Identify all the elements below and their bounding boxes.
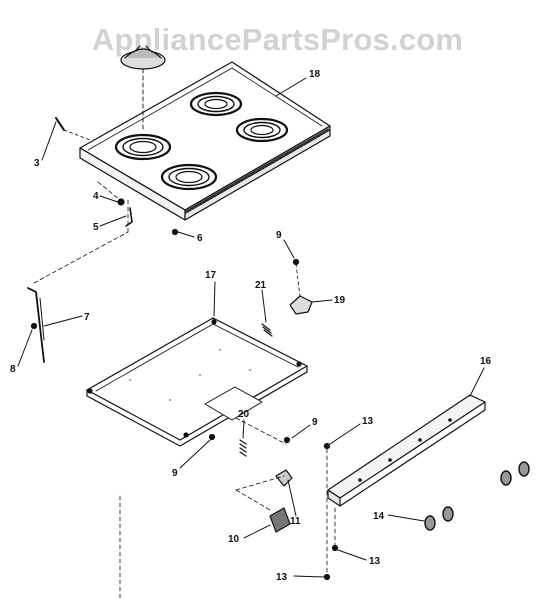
label-11: 11 [290,516,301,527]
label-7: 7 [84,312,90,323]
burner-front-right [235,117,289,143]
part-19-bracket [289,263,313,315]
assembly-dash-lines [33,181,336,600]
control-valves [424,461,530,531]
part-9-screws [208,258,300,444]
part-20-spring [239,439,247,457]
label-21: 21 [255,280,267,291]
part-4-screw [117,198,125,206]
burner-rear-left [114,133,172,161]
leader-lines [17,77,485,578]
label-13-bottom: 13 [276,572,288,583]
part-8-screw [30,322,38,330]
part-6-screw [171,228,179,236]
burner-box-lip [86,365,308,447]
label-3: 3 [34,158,40,169]
part-labels: 18 3 4 5 6 7 8 9 17 21 19 16 20 9 9 13 1… [10,69,492,583]
cooktop-assembly [79,61,331,221]
label-19: 19 [334,295,346,306]
label-13-mid: 13 [369,556,381,567]
burner-box-floor [86,317,308,441]
part-13-screws [323,442,339,581]
label-9-left: 9 [172,468,178,479]
label-9-right: 9 [312,417,318,428]
burner-box-pan [86,317,308,447]
burner-front-left [160,163,218,191]
burner-rear-right [189,91,243,117]
part-3-screw [55,117,91,141]
label-5: 5 [93,222,99,233]
part-10-block [269,507,291,533]
label-8: 8 [10,364,16,375]
label-18: 18 [309,69,321,80]
label-10: 10 [228,534,240,545]
label-13-top: 13 [362,416,374,427]
burner-cap-part [120,45,166,131]
label-14: 14 [373,511,385,522]
label-6: 6 [197,233,203,244]
label-9-top: 9 [276,230,282,241]
part-21-spring [261,323,273,337]
part-7-bracket [27,287,45,363]
label-16: 16 [480,356,492,367]
manifold-bar [327,394,486,507]
label-17: 17 [205,270,217,281]
label-20: 20 [238,409,250,420]
label-4: 4 [93,191,99,202]
part-5-clip [125,207,133,227]
